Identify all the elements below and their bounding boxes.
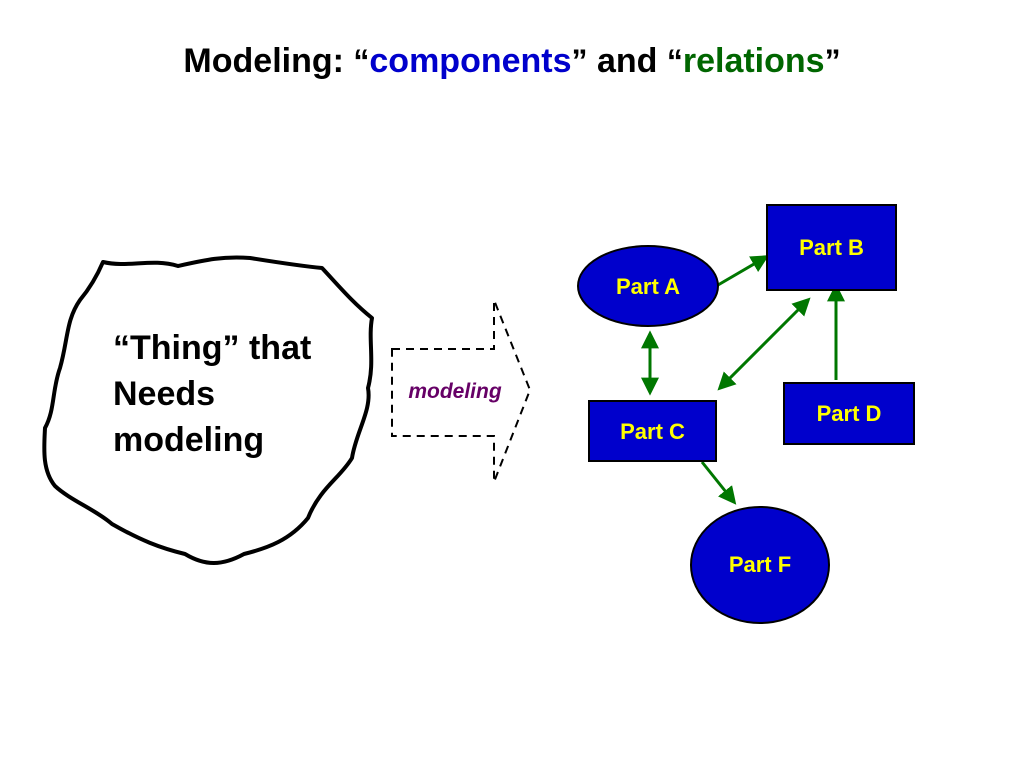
- edge-b-c: [717, 297, 811, 391]
- title-middle: and: [587, 42, 667, 80]
- thing-open-quote: “: [113, 329, 130, 367]
- node-part-a-shape: [577, 245, 719, 327]
- title-keyword-relations: relations: [682, 42, 825, 80]
- node-part-f-shape: [690, 506, 830, 624]
- title-close-quote-2: ”: [824, 43, 841, 79]
- node-part-d-shape: [783, 382, 915, 445]
- title-open-quote-2: “: [666, 43, 683, 79]
- thing-word: Thing: [130, 329, 223, 367]
- modeling-block-arrow: [391, 299, 532, 483]
- title-close-quote-1: ”: [571, 43, 588, 79]
- thing-rest-line-1: that: [239, 329, 312, 367]
- edge-c-to-f: [700, 461, 737, 505]
- thing-label-line-2: Needs: [113, 375, 216, 413]
- node-part-b-label: Part B: [799, 235, 864, 260]
- node-part-a-label: Part A: [616, 274, 680, 299]
- slide-title: Modeling: “components” and “relations”: [0, 42, 1024, 81]
- edge-a-to-b: [717, 255, 770, 287]
- thing-label-line-3: modeling: [113, 421, 265, 459]
- node-part-b-shape: [766, 204, 897, 291]
- title-keyword-components: components: [369, 42, 572, 80]
- thing-close-quote: ”: [222, 329, 240, 367]
- thing-label-line-1: “Thing” that: [113, 325, 373, 371]
- node-part-c-shape: [588, 400, 717, 462]
- modeling-arrow-label: modeling: [408, 380, 502, 403]
- thing-blob-shape: [42, 255, 374, 565]
- node-part-d-label: Part D: [816, 401, 882, 426]
- node-part-f-label: Part F: [728, 552, 792, 577]
- title-prefix: Modeling:: [183, 42, 354, 80]
- thing-label: “Thing” that Needs modeling: [113, 325, 373, 463]
- title-open-quote-1: “: [353, 43, 370, 79]
- node-part-c-label: Part C: [620, 419, 685, 444]
